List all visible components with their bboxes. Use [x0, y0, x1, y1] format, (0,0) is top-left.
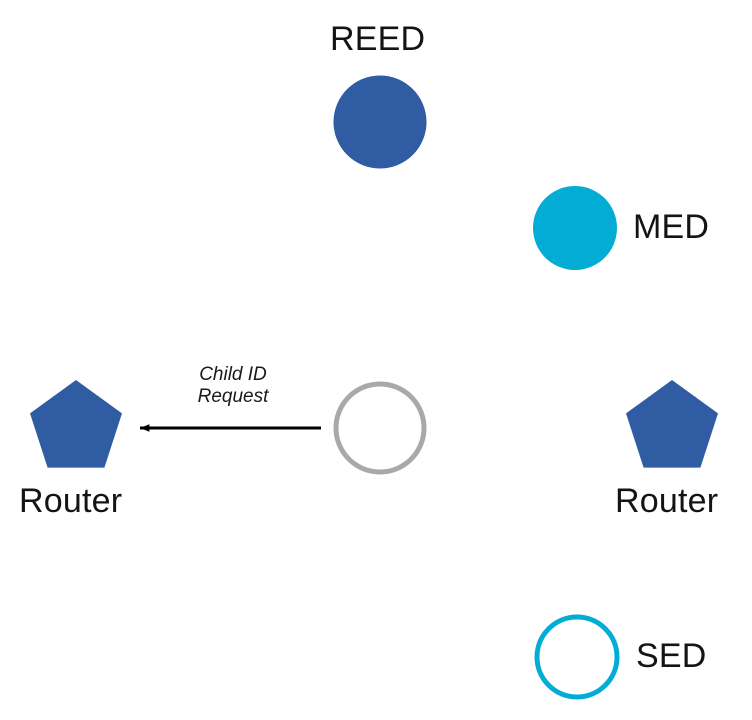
- edge-label-child-id-request: Child ID Request: [197, 364, 269, 407]
- node-med-circle[interactable]: [533, 186, 617, 270]
- node-label-router-right: Router: [615, 482, 719, 520]
- node-label-router-left: Router: [19, 482, 123, 520]
- node-reed-circle[interactable]: [333, 75, 427, 169]
- node-sed-circle[interactable]: [534, 614, 620, 700]
- node-label-med: MED: [633, 208, 710, 246]
- node-router-left-pentagon[interactable]: [30, 380, 122, 468]
- node-label-sed: SED: [636, 637, 707, 675]
- node-joiner-circle[interactable]: [333, 381, 427, 475]
- node-router-right-pentagon[interactable]: [626, 380, 718, 468]
- node-label-reed: REED: [330, 20, 426, 58]
